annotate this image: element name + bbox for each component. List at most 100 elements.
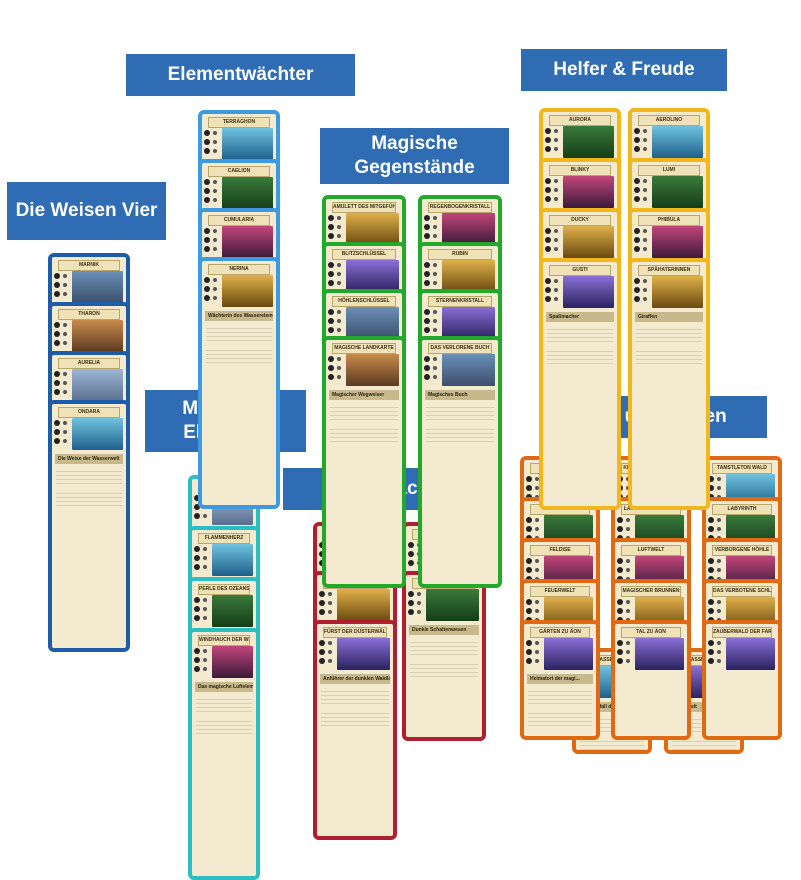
card-illustration: [72, 271, 123, 303]
card-description: [56, 490, 122, 508]
card-illustration: [563, 126, 614, 158]
card-title: THARON: [58, 309, 120, 320]
stat-icons: [526, 640, 542, 667]
card-title: HÖHLENSCHLÜSSEL: [332, 296, 396, 307]
card-title: DAS VERBOTENE SCHLOSS: [712, 586, 772, 597]
stat-icons: [408, 591, 424, 618]
card-illustration: [72, 320, 123, 352]
card-title: TERRAGHON: [208, 117, 270, 128]
stat-icons: [54, 322, 70, 349]
card-footer-title: Das magische Luftelement: [195, 682, 253, 692]
card-elemente: PERLE DES OZEANS: [188, 577, 260, 638]
card-title: CUMULARIA: [208, 215, 270, 226]
card-title: STERNENKRISTALL: [428, 296, 492, 307]
card-footer-title: Giraffen: [635, 312, 703, 322]
card-footer-title: Wächterin des Wasserelements: [205, 311, 273, 321]
card-description: [196, 718, 252, 736]
card-illustration: [337, 638, 390, 670]
card-orte: ZAUBERWALD DER FARB: [702, 620, 782, 740]
card-title: BLINKY: [549, 165, 611, 176]
card-footer-title: Dunkle Schattenwesen: [409, 625, 479, 635]
card-illustration: [563, 176, 614, 208]
card-illustration: [442, 213, 495, 245]
stat-icons: [424, 356, 440, 383]
card-footer-title: Magischer Wegweiser: [329, 390, 399, 400]
card-title: ONDARA: [58, 407, 120, 418]
card-weisen: AURELIA: [48, 351, 130, 410]
card-title: FLAMMENHERZ: [198, 533, 250, 544]
card-boese: FÜRST DER DÜSTERWÄLDER Anführer der dunkl…: [313, 620, 397, 840]
card-title: AMULETT DES MITGEFÜHLS: [332, 202, 396, 213]
card-elementwaechter: CAELION: [198, 159, 280, 218]
card-description: [580, 738, 644, 750]
card-illustration: [222, 128, 273, 160]
card-illustration: [442, 307, 495, 339]
card-description: [636, 348, 702, 366]
stat-icons: [194, 597, 210, 624]
card-footer-title: Anführer der dunklen Waldläufer: [320, 674, 390, 684]
card-title: PHIBULA: [638, 215, 700, 226]
card-weisen: ONDARA Die Weise der Wasserwelt: [48, 400, 130, 652]
card-title: VERBORGENE HÖHLE: [712, 545, 772, 556]
card-illustration: [346, 354, 399, 386]
stat-icons: [204, 228, 220, 255]
card-description: [547, 348, 613, 366]
card-title: FEUERWELT: [530, 586, 590, 597]
card-illustration: [212, 646, 253, 678]
stat-icons: [194, 648, 210, 675]
card-title: LUMI: [638, 165, 700, 176]
card-footer-title: Die Weise der Wasserwelt: [55, 454, 123, 464]
card-boese: WALDLÄUFERDunkle Schattenwesen: [402, 571, 486, 741]
stat-icons: [204, 277, 220, 304]
card-title: RUBIN: [428, 249, 492, 260]
stat-icons: [328, 309, 344, 336]
stat-icons: [545, 178, 561, 205]
card-illustration: [212, 595, 253, 627]
card-illustration: [635, 638, 684, 670]
card-description: [410, 661, 478, 679]
card-description: [330, 404, 398, 422]
card-gegenstaende: HÖHLENSCHLÜSSEL: [322, 289, 406, 346]
card-description: [636, 326, 702, 344]
label-weisen: Die Weisen Vier: [7, 182, 166, 240]
stat-icons: [328, 262, 344, 289]
card-title: DAS VERLORENE BUCH: [428, 343, 492, 354]
card-illustration: [563, 226, 614, 258]
card-title: AEROLINO: [638, 115, 700, 126]
card-title: ZAUBERWALD DER FARB: [712, 627, 772, 638]
card-title: REGENBOGENKRISTALL: [428, 202, 492, 213]
card-title: FELDISE: [530, 545, 590, 556]
stat-icons: [194, 495, 210, 522]
stat-icons: [54, 420, 70, 447]
stat-icons: [54, 371, 70, 398]
card-title: LABYRINTH: [712, 504, 772, 515]
card-illustration: [652, 126, 703, 158]
card-title: LUFTWELT: [621, 545, 681, 556]
card-description: [56, 468, 122, 486]
card-illustration: [222, 275, 273, 307]
stat-icons: [545, 128, 561, 155]
card-illustration: [652, 226, 703, 258]
card-title: FÜRST DER DÜSTERWÄLDER: [323, 627, 387, 638]
card-illustration: [652, 276, 703, 308]
card-elemente: FLAMMENHERZ: [188, 526, 260, 587]
card-title: MAGISCHE LANDKARTE: [332, 343, 396, 354]
card-illustration: [222, 177, 273, 209]
stat-icons: [634, 178, 650, 205]
label-helfer: Helfer & Freude: [521, 49, 727, 91]
stat-icons: [194, 546, 210, 573]
card-description: [426, 404, 494, 422]
card-helfer: SPÄHATERINNEN Giraffen: [628, 258, 710, 510]
card-description: [321, 688, 389, 706]
card-illustration: [426, 589, 479, 621]
card-description: [547, 326, 613, 344]
label-gegenstaende: Magische Gegenstände: [320, 128, 509, 184]
stat-icons: [204, 179, 220, 206]
card-title: SPÄHATERINNEN: [638, 265, 700, 276]
stat-icons: [408, 542, 424, 569]
card-title: TAMSTLETON WALD: [712, 463, 772, 474]
card-illustration: [212, 544, 253, 576]
card-illustration: [442, 260, 495, 292]
card-title: TAL ZU ÄON: [621, 627, 681, 638]
